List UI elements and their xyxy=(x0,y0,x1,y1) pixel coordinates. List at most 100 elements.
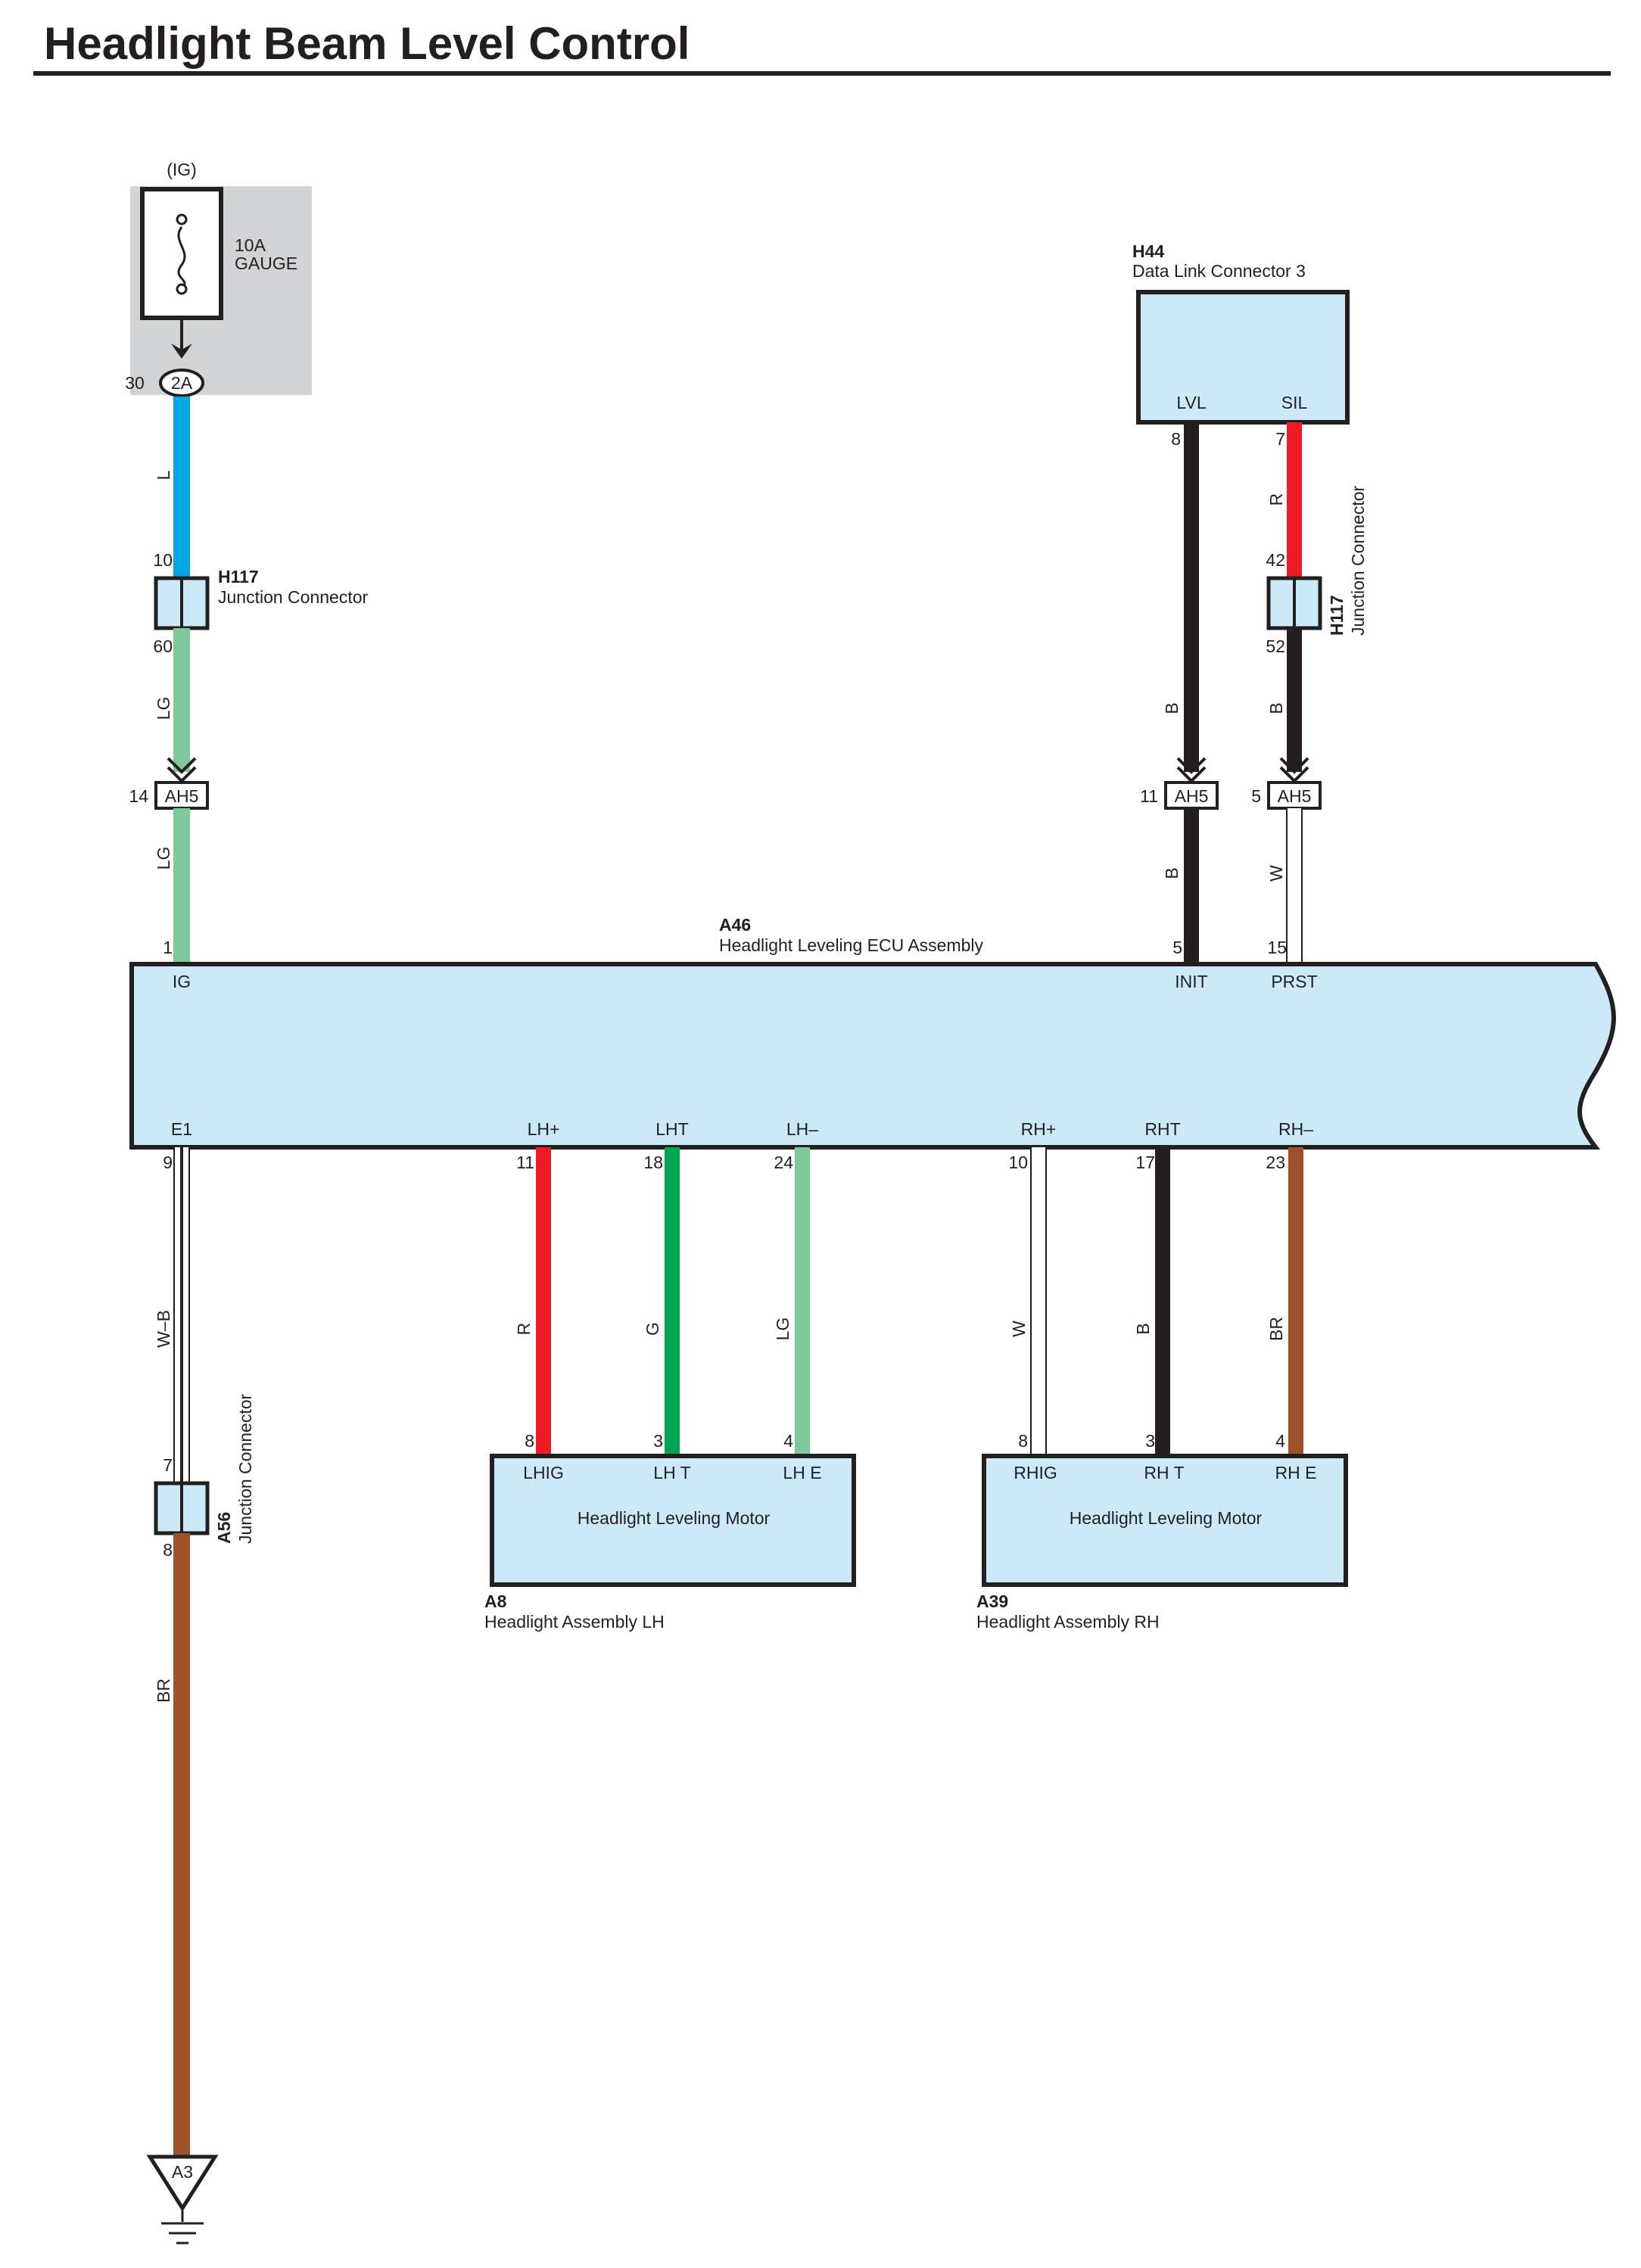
ecu-pin-rh-plus: 10 xyxy=(1008,1153,1028,1172)
motor-lh-a8: 8 3 4 LHIG LH T LH E Headlight Leveling … xyxy=(484,1431,856,1632)
ground-code: A3 xyxy=(172,2162,193,2182)
ecu-terminal-ig: IG xyxy=(173,972,191,991)
motor-label: Headlight Leveling Motor xyxy=(578,1508,771,1528)
junction-code: H117 xyxy=(218,567,259,586)
fuse-icon xyxy=(176,213,188,295)
wire-color-label: B xyxy=(1266,702,1286,714)
page-title: Headlight Beam Level Control xyxy=(44,18,690,69)
motor-pin: 8 xyxy=(1018,1431,1028,1451)
ecu-terminal-prst: PRST xyxy=(1271,972,1317,991)
wire-color-label: BR xyxy=(154,1678,173,1703)
ecu-pin-ig: 1 xyxy=(163,938,173,957)
wire-color-label: B xyxy=(1133,1323,1153,1334)
junction-h117-left: 10 H117 Junction Connector 60 xyxy=(153,550,368,656)
connector-ah5-left: AH5 14 xyxy=(129,781,209,810)
wire-color-label: B xyxy=(1162,867,1182,879)
connector-code: AH5 xyxy=(165,786,199,806)
connector-code: AH5 xyxy=(1175,786,1209,806)
motor-pin: 3 xyxy=(1145,1431,1155,1451)
wire-color-label: W–B xyxy=(154,1310,173,1348)
ecu-pin-lh-minus: 24 xyxy=(774,1153,793,1172)
junction-name: Junction Connector xyxy=(218,587,369,607)
ecu-pin-prst: 15 xyxy=(1267,938,1287,957)
dlc-box xyxy=(1136,290,1350,425)
motor-terminal: RH E xyxy=(1275,1463,1317,1482)
motor-pin: 4 xyxy=(783,1431,793,1451)
ecu-name: Headlight Leveling ECU Assembly xyxy=(719,935,984,955)
fuse-arrow-icon xyxy=(171,344,192,359)
ecu-pin-rh-minus: 23 xyxy=(1266,1153,1285,1172)
ecu-pin-e1: 9 xyxy=(163,1153,173,1172)
motor-box xyxy=(490,1454,856,1587)
motor-name: Headlight Assembly RH xyxy=(976,1612,1160,1632)
connector-code: AH5 xyxy=(1278,786,1312,806)
ecu-pin-init: 5 xyxy=(1172,938,1182,957)
junction-code: A56 xyxy=(214,1512,234,1544)
motor-pin: 8 xyxy=(525,1431,534,1451)
junction-code: H117 xyxy=(1327,595,1347,636)
motor-terminal: LHIG xyxy=(523,1463,564,1482)
ecu-terminal-init: INIT xyxy=(1175,972,1207,991)
motor-terminal: LH E xyxy=(783,1463,821,1482)
ecu-box xyxy=(129,962,1616,1150)
dlc-code: H44 xyxy=(1132,241,1164,261)
ecu-terminal-lh-minus: LH– xyxy=(786,1119,818,1139)
junction-pin-in: 10 xyxy=(153,550,173,570)
fuse-supply-label: (IG) xyxy=(167,160,197,179)
wire-color-label: LG xyxy=(154,697,173,720)
junction-pin-out: 60 xyxy=(153,636,173,656)
wire-color-label: R xyxy=(1266,493,1286,506)
junction-name: Junction Connector xyxy=(1348,485,1368,636)
ecu-terminal-rh-minus: RH– xyxy=(1278,1119,1313,1139)
ecu-pin-rht: 17 xyxy=(1135,1153,1155,1172)
motor-terminal: RHIG xyxy=(1014,1463,1057,1482)
fuse-rating: 10A xyxy=(235,235,266,255)
wire-color-label: R xyxy=(514,1323,534,1336)
motor-name: Headlight Assembly LH xyxy=(484,1612,665,1632)
ecu-pin-lh-plus: 11 xyxy=(516,1153,534,1172)
ecu-code: A46 xyxy=(719,915,751,935)
motor-label: Headlight Leveling Motor xyxy=(1070,1508,1263,1528)
junction-h117-right: 42 H117 Junction Connector 52 xyxy=(1266,485,1368,656)
motor-code: A8 xyxy=(484,1591,507,1611)
ecu-a46: A46 Headlight Leveling ECU Assembly 1 IG… xyxy=(129,915,1616,1172)
ground-triangle xyxy=(146,2154,219,2212)
connector-pin: 5 xyxy=(1251,786,1261,806)
dlc-pin-lvl: 8 xyxy=(1171,429,1181,449)
connector-ah5-prst: AH5 5 xyxy=(1251,781,1322,810)
motor-terminal: RH T xyxy=(1144,1463,1184,1482)
junction-pin-out: 8 xyxy=(163,1540,173,1560)
connector-pin: 14 xyxy=(129,786,148,806)
motor-pin: 3 xyxy=(653,1431,663,1451)
junction-pin-in: 42 xyxy=(1266,550,1285,570)
fuse-block: (IG) 10A GAUGE 2A 30 xyxy=(125,160,312,397)
ecu-terminal-lh-plus: LH+ xyxy=(528,1119,560,1139)
wire-color-label: W xyxy=(1266,865,1286,882)
fuse-housing xyxy=(140,187,223,320)
connector-ah5-init: AH5 11 xyxy=(1140,781,1219,810)
motor-terminal: LH T xyxy=(653,1463,690,1482)
ecu-terminal-rh-plus: RH+ xyxy=(1021,1119,1057,1139)
connector-pin: 11 xyxy=(1140,786,1158,806)
motor-code: A39 xyxy=(976,1591,1008,1611)
wire-color-label: G xyxy=(643,1322,662,1336)
ground-a3: A3 xyxy=(146,2154,219,2245)
wire-color-label: B xyxy=(1162,702,1182,714)
ecu-terminal-lht: LHT xyxy=(655,1119,688,1139)
ecu-terminal-rht: RHT xyxy=(1144,1119,1180,1139)
wire-color-label: LG xyxy=(154,847,173,870)
wire-color-label: LG xyxy=(773,1318,792,1341)
motor-pin: 4 xyxy=(1275,1431,1285,1451)
ground-icon xyxy=(161,2208,204,2245)
junction-a56: 7 A56 Junction Connector 8 xyxy=(154,1393,255,1560)
junction-pin-out: 52 xyxy=(1266,636,1285,656)
motor-rh-a39: 8 3 4 RHIG RH T RH E Headlight Leveling … xyxy=(976,1431,1348,1632)
wire-color-label: W xyxy=(1009,1321,1029,1337)
fuse-connector-code: 2A xyxy=(171,373,193,393)
dlc-name: Data Link Connector 3 xyxy=(1132,261,1306,281)
wire-color-label: BR xyxy=(1266,1317,1286,1341)
ecu-terminal-e1: E1 xyxy=(171,1119,192,1139)
fuse-connector-oval xyxy=(159,369,204,397)
fuse-pin: 30 xyxy=(125,373,145,393)
